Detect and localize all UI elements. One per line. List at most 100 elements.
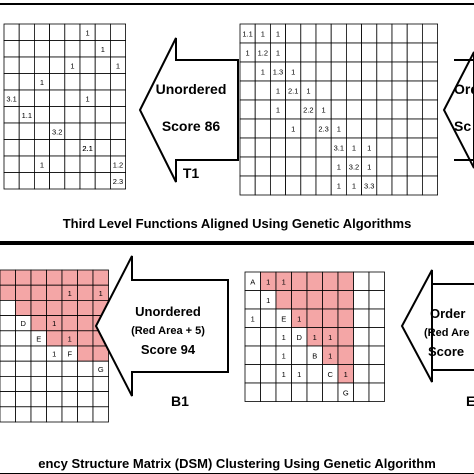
bottom-left-cell — [0, 375, 16, 392]
bottom-left-cell — [15, 345, 32, 362]
top-left-cell — [18, 172, 35, 190]
top-right-cell — [391, 42, 408, 63]
bottom-right-cell — [337, 345, 354, 365]
top-left-cell-text: 1 — [70, 61, 74, 70]
bottom-left-cell — [61, 315, 78, 332]
bottom-right-cell — [306, 290, 323, 310]
top-right-cell — [285, 175, 302, 196]
bottom-left-cell — [15, 375, 32, 392]
top-left-cell — [18, 122, 35, 140]
top-left-cell — [18, 155, 35, 173]
bottom-right-cell — [306, 364, 323, 384]
top-right-cell — [391, 23, 408, 44]
bottom-right-cell-text: 1 — [313, 333, 317, 342]
top-right-cell — [391, 118, 408, 139]
bottom-left-cell — [30, 375, 47, 392]
bottom-left-cell — [0, 330, 16, 347]
top-left-cell — [34, 23, 51, 41]
bottom-left-cell — [0, 345, 16, 362]
top-left-cell-text: 3.1 — [6, 94, 16, 103]
top-left-cell — [79, 155, 96, 173]
top-left-cell — [64, 172, 81, 190]
bottom-left-cell — [77, 360, 94, 377]
top-left-cell — [110, 89, 127, 107]
top-left-cell — [64, 73, 81, 91]
top-left-cell — [94, 172, 111, 190]
bottom-right-cell — [260, 327, 277, 347]
top-left-cell — [79, 106, 96, 124]
bottom-left-cell — [61, 391, 78, 408]
top-left-cell — [3, 23, 20, 41]
bottom-right-cell — [244, 290, 261, 310]
top-right-arrow — [442, 51, 474, 169]
top-right-cell-text: 1 — [276, 30, 280, 39]
bottom-left-cell — [15, 284, 32, 301]
bottom-right-cell — [291, 290, 308, 310]
top-right-cell-text: 1.2 — [258, 49, 268, 58]
top-right-cell — [300, 61, 317, 82]
bottom-right-cell-text: 1 — [282, 333, 286, 342]
top-right-cell — [300, 137, 317, 158]
top-right-cell — [315, 80, 332, 101]
top-right-cell — [421, 175, 438, 196]
top-right-cell — [421, 137, 438, 158]
bottom-right-cell — [353, 327, 370, 347]
top-right-cell — [421, 99, 438, 120]
bottom-right-cell — [337, 290, 354, 310]
top-right-cell — [254, 137, 271, 158]
bottom-left-cell — [0, 299, 16, 316]
top-right-cell — [239, 99, 256, 120]
top-right-cell — [345, 61, 362, 82]
bottom-left-cell — [30, 315, 47, 332]
top-left-cell — [34, 172, 51, 190]
bottom-right-cell — [275, 382, 292, 402]
top-right-cell-text: 3.3 — [364, 182, 374, 191]
top-right-cell-text: 1 — [337, 125, 341, 134]
bottom-left-cell — [77, 315, 94, 332]
bottom-right-cell — [306, 271, 323, 291]
bottom-left-cell-text: G — [98, 365, 104, 374]
bottom-left-cell — [46, 269, 63, 286]
top-left-cell-text: 1 — [86, 94, 90, 103]
top-right-cell — [254, 156, 271, 177]
top-left-cell — [49, 56, 66, 74]
bottom-left-cell — [30, 360, 47, 377]
top-right-cell — [391, 61, 408, 82]
top-right-cell — [254, 175, 271, 196]
bottom-left-cell — [15, 360, 32, 377]
top-right-cell — [361, 80, 378, 101]
top-left-cell — [34, 122, 51, 140]
bottom-right-cell-text: 1 — [266, 277, 270, 286]
top-left-cell — [94, 23, 111, 41]
top-right-cell — [376, 42, 393, 63]
top-right-cell — [421, 61, 438, 82]
top-left-cell — [110, 40, 127, 58]
top-left-cell — [34, 106, 51, 124]
bottom-left-cell-text: E — [36, 334, 41, 343]
top-left-cell — [49, 40, 66, 58]
top-right-cell — [345, 118, 362, 139]
bottom-right-cell — [353, 290, 370, 310]
top-left-cell — [3, 73, 20, 91]
bottom-right-cell-text: D — [297, 333, 303, 342]
bottom-left-cell — [15, 391, 32, 408]
bottom-left-cell — [46, 375, 63, 392]
top-right-cell-text: 1 — [291, 125, 295, 134]
bottom-left-cell-text: 1 — [52, 319, 56, 328]
top-left-cell — [64, 106, 81, 124]
top-right-cell — [421, 118, 438, 139]
top-right-cell — [285, 42, 302, 63]
top-left-cell — [64, 23, 81, 41]
top-left-cell — [49, 73, 66, 91]
top-right-cell-text: 1 — [337, 163, 341, 172]
top-right-cell — [254, 118, 271, 139]
bottom-left-id: B1 — [171, 393, 189, 409]
top-right-cell — [285, 156, 302, 177]
top-left-cell-text: 1 — [101, 45, 105, 54]
bottom-left-cell — [15, 330, 32, 347]
bottom-left-cell — [92, 269, 109, 286]
top-left-cell — [64, 89, 81, 107]
top-left-cell-text: 2.1 — [82, 144, 92, 153]
bottom-right-cell — [353, 308, 370, 328]
